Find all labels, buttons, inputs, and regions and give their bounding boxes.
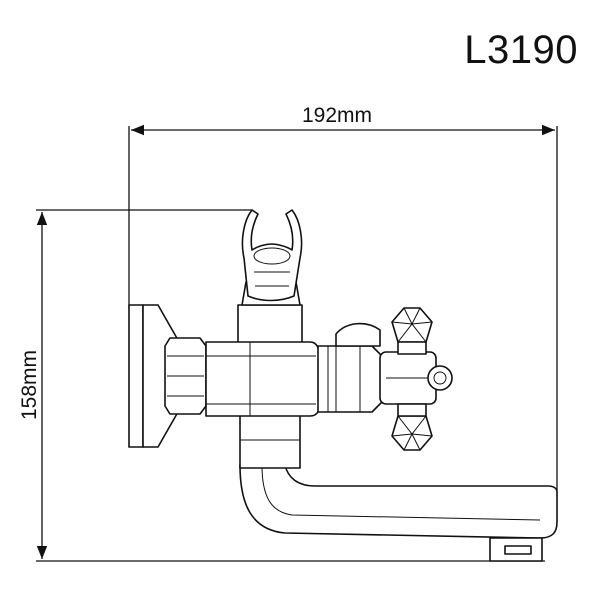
valve-bonnet <box>317 322 383 413</box>
mixer-body <box>205 341 321 417</box>
height-label: 158mm <box>18 350 41 420</box>
cross-handle[interactable] <box>379 307 453 451</box>
diverter-column <box>239 409 301 469</box>
height-dimension: 158mm <box>18 209 545 562</box>
model-code: L3190 <box>464 28 578 72</box>
hex-nut <box>164 337 207 415</box>
width-label: 192mm <box>302 104 372 127</box>
shower-holder <box>237 209 303 344</box>
width-dimension: 192mm <box>128 104 558 492</box>
faucet <box>128 209 558 562</box>
spout <box>239 464 558 562</box>
